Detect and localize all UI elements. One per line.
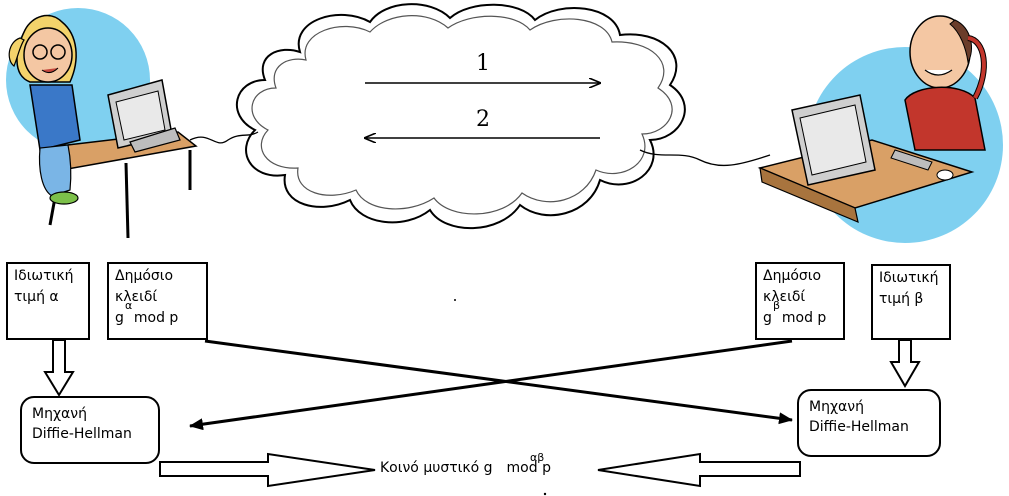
right-engine-line1: Μηχανή (809, 399, 864, 415)
right-public-line2: κλειδί (763, 289, 806, 305)
bob-computer-icon (791, 94, 954, 186)
left-cable (189, 131, 259, 144)
right-cable (639, 149, 771, 167)
right-public-base: g (763, 310, 772, 326)
right-public-exp: β (773, 299, 781, 312)
left-public-rest: mod p (133, 310, 179, 326)
arrow-right-public-to-left-engine (189, 339, 793, 431)
arrow-2-label: 2 (476, 107, 490, 132)
left-engine-line2: Diffie-Hellman (32, 426, 132, 442)
right-private-line1: Ιδιωτική (879, 270, 939, 286)
left-private-down-arrow (43, 339, 75, 397)
right-engine-line2: Diffie-Hellman (809, 419, 909, 435)
right-engine-to-secret-arrow (597, 452, 801, 488)
shared-secret-prefix: Κοινό μυστικό (380, 460, 484, 476)
left-engine-line1: Μηχανή (32, 406, 87, 422)
bob-illustration (757, 15, 1003, 243)
left-public-line2: κλειδί (115, 289, 158, 305)
shared-secret-rest: mod p (506, 460, 551, 476)
arrow-1-label: 1 (476, 51, 490, 76)
right-public-line1: Δημόσιο (763, 268, 822, 284)
right-private-value-box: Ιδιωτική τιμή β (871, 264, 951, 340)
bob-avatar (904, 15, 987, 151)
right-diffie-hellman-engine: Μηχανή Diffie-Hellman (797, 389, 941, 457)
arrow-left-public-to-right-engine (204, 339, 793, 425)
alice-illustration (6, 8, 198, 239)
shared-secret-exp: αβ (530, 451, 545, 464)
right-private-line2: τιμή β (879, 291, 924, 307)
left-diffie-hellman-engine: Μηχανή Diffie-Hellman (20, 396, 160, 464)
left-engine-to-secret-arrow (159, 452, 376, 488)
alice-computer-icon (107, 79, 181, 153)
shared-secret-base: g (483, 460, 493, 476)
left-public-line1: Δημόσιο (115, 268, 174, 284)
right-private-down-arrow (889, 339, 921, 388)
alice-avatar (8, 14, 81, 205)
right-public-rest: mod p (781, 310, 827, 326)
left-private-value-box: Ιδιωτική τιμή α (6, 262, 90, 340)
left-public-base: g (115, 310, 124, 326)
left-private-line1: Ιδιωτική (14, 268, 74, 284)
network-cloud (235, 3, 686, 230)
left-private-line2: τιμή α (14, 289, 59, 305)
left-public-exp: α (125, 299, 133, 312)
